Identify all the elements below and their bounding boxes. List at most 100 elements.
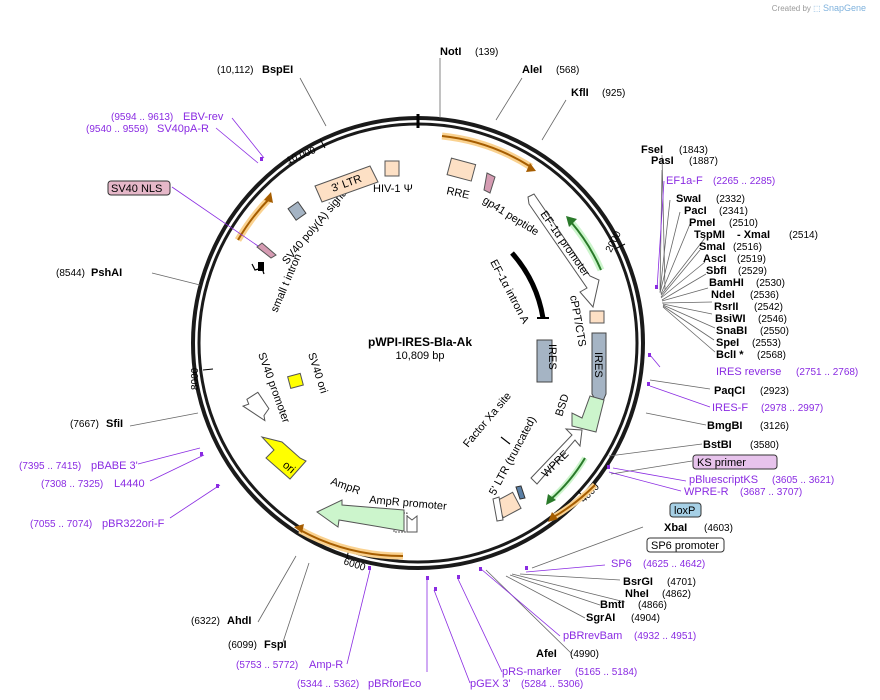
map-text-15: (2510)	[729, 218, 758, 229]
enzyme-pacI[interactable]: PacI(2341)	[684, 205, 748, 217]
map-text-27: NdeI	[711, 289, 735, 301]
loxp-label: loxP	[674, 505, 695, 517]
wpre-r-arrow-head	[546, 494, 556, 505]
map-text-35: SpeI	[716, 337, 739, 349]
map-text-11: (2332)	[716, 194, 745, 205]
gp41-feature	[483, 172, 496, 194]
sv40-nls-label: SV40 NLS	[111, 183, 162, 195]
primer-pbluescriptks[interactable]: pBluescriptKS(3605 .. 3621)	[689, 474, 834, 486]
enzyme-fspI[interactable]: (6099)FspI	[228, 639, 287, 651]
enzyme-nheI[interactable]: NheI(4862)	[625, 588, 691, 600]
map-text-9: (1887)	[689, 156, 718, 167]
primer-l4440[interactable]: (7308 .. 7325)L4440	[41, 478, 145, 490]
map-text-33: SnaBI	[716, 325, 747, 337]
primer-pbrrevbam[interactable]: pBRrevBam(4932 .. 4951)	[563, 630, 696, 642]
map-text-18: (2514)	[789, 230, 818, 241]
hiv-psi-feature	[384, 160, 400, 177]
sp6-promoter-tag[interactable]: SP6 promoter	[646, 537, 725, 553]
primer-ef1a-f[interactable]: EF1a-F(2265 .. 2285)	[666, 175, 775, 187]
enzyme-aleI[interactable]: AleI(568)	[522, 64, 579, 76]
enzyme-swaI[interactable]: SwaI(2332)	[676, 193, 745, 205]
enzyme-bamhI[interactable]: BamHI(2530)	[709, 277, 785, 289]
primer-sv40pa-r[interactable]: (9540 .. 9559)SV40pA-R	[86, 123, 209, 135]
ampr-promoter-arrow	[406, 514, 418, 533]
map-text-75: WPRE-R	[684, 486, 729, 498]
enzyme-bmgbI[interactable]: BmgBI(3126)	[707, 420, 789, 432]
primer-sp6[interactable]: SP6(4625 .. 4642)	[611, 558, 705, 570]
map-text-6: FseI	[641, 144, 663, 156]
enzyme-bsrgI[interactable]: BsrGI(4701)	[623, 576, 696, 588]
map-text-92: L4440	[114, 478, 145, 490]
enzyme-speI[interactable]: SpeI(2553)	[716, 337, 781, 349]
enzyme-tspmi-xmaI[interactable]: TspMI- XmaI(2514)	[694, 229, 818, 241]
enzyme-sfiI[interactable]: (7667)SfiI	[70, 418, 123, 430]
enzyme-bspeI[interactable]: (10,112)BspEI	[217, 64, 293, 76]
map-text-98: EBV-rev	[183, 111, 224, 123]
enzyme-ndeI[interactable]: NdeI(2536)	[711, 289, 779, 301]
created-by-credit: Created by ⬚ SnapGene	[772, 3, 866, 13]
enzyme-sbfI[interactable]: SbfI(2529)	[706, 265, 767, 277]
map-text-55: AfeI	[536, 648, 557, 660]
enzyme-pshaI[interactable]: (8544)PshAI	[56, 267, 122, 279]
enzyme-ahdI[interactable]: (6322)AhdI	[191, 615, 251, 627]
map-text-73: pBluescriptKS	[689, 474, 758, 486]
amp-r-primer-arrow-core	[299, 529, 404, 558]
map-text-79: pBRrevBam	[563, 630, 622, 642]
enzyme-pasI[interactable]: PasI(1887)	[651, 155, 718, 167]
primer-ires-reverse[interactable]: IRES reverse(2751 .. 2768)	[716, 366, 858, 378]
primer-arrow-top-core	[441, 135, 532, 168]
map-text-76: (3687 .. 3707)	[740, 487, 802, 498]
enzyme-smaI[interactable]: SmaI(2516)	[699, 241, 762, 253]
enzyme-sgraI[interactable]: SgrAI(4904)	[586, 612, 660, 624]
enzyme-notI[interactable]: NotI(139)	[440, 46, 498, 58]
enzyme-xbaI[interactable]: XbaI(4603)	[664, 522, 733, 534]
enzyme-rsrII[interactable]: RsrII(2542)	[714, 301, 783, 313]
sv40-nls-box	[107, 180, 171, 196]
enzyme-ascI[interactable]: AscI(2519)	[703, 253, 766, 265]
ampr-feature	[316, 499, 405, 532]
primer-ires-f[interactable]: IRES-F(2978 .. 2997)	[712, 402, 823, 414]
sv40-nls-tag[interactable]: SV40 NLS	[107, 180, 171, 196]
enzyme-afeI[interactable]: AfeI(4990)	[536, 648, 599, 660]
ef1a-intron-feature	[510, 251, 546, 319]
cppt-feature	[589, 310, 605, 324]
enzyme-pmeI[interactable]: PmeI(2510)	[689, 217, 758, 229]
map-text-44: (3580)	[750, 440, 779, 451]
loxp-box	[669, 502, 702, 518]
enzyme-kflI[interactable]: KflI(925)	[571, 87, 625, 99]
tick-mark-2000	[614, 243, 626, 250]
ires-outer-label: IRES	[592, 352, 604, 378]
sp6-promoter-label: SP6 promoter	[651, 540, 719, 552]
tick-mark-8000	[202, 368, 214, 371]
map-text-85: (5344 .. 5362)	[297, 679, 359, 690]
loxp-tag[interactable]: loxP	[669, 502, 702, 518]
map-text-16: TspMI	[694, 229, 725, 241]
primer-pbrforeco[interactable]: (5344 .. 5362)pBRforEco	[297, 678, 421, 690]
ks-primer-tag[interactable]: KS primer	[692, 454, 778, 470]
map-text-87: (5753 .. 5772)	[236, 660, 298, 671]
ltr5-label: 5' LTR (truncated)	[487, 415, 539, 498]
primer-amp-r[interactable]: (5753 .. 5772)Amp-R	[236, 659, 343, 671]
primer-pbr322ori-f[interactable]: (7055 .. 7074)pBR322ori-F	[30, 518, 165, 530]
ires-inner-label: IRES	[546, 344, 558, 370]
enzyme-bmtI[interactable]: BmtI(4866)	[600, 599, 667, 611]
credit-prefix: Created by	[771, 4, 811, 13]
primer-wpre-r[interactable]: WPRE-R (3687 .. 3707)	[684, 486, 802, 498]
primer-pbabe3[interactable]: (7395 .. 7415)pBABE 3'	[19, 460, 138, 472]
enzyme-bstbI[interactable]: BstBI(3580)	[703, 439, 779, 451]
map-text-97: (9594 .. 9613)	[111, 112, 173, 123]
map-text-58: BspEI	[262, 64, 293, 76]
enzyme-fseI[interactable]: FseI(1843)	[641, 144, 708, 156]
map-text-48: (4701)	[667, 577, 696, 588]
map-text-52: (4866)	[638, 600, 667, 611]
tick-label-6000: 6000	[342, 556, 367, 573]
primer-prs-marker[interactable]: pRS-marker(5165 .. 5184)	[502, 666, 637, 678]
enzyme-snabI[interactable]: SnaBI(2550)	[716, 325, 789, 337]
enzyme-bsiwI[interactable]: BsiWI(2546)	[715, 313, 787, 325]
primer-ebv-rev[interactable]: (9594 .. 9613) EBV-rev	[111, 111, 224, 123]
map-text-38: (2568)	[757, 350, 786, 361]
map-text-4: KflI	[571, 87, 589, 99]
enzyme-bclI[interactable]: BclI *(2568)	[716, 349, 786, 361]
enzyme-paqCI[interactable]: PaqCI(2923)	[714, 385, 789, 397]
primer-pgex3[interactable]: pGEX 3'(5284 .. 5306)	[470, 678, 583, 690]
